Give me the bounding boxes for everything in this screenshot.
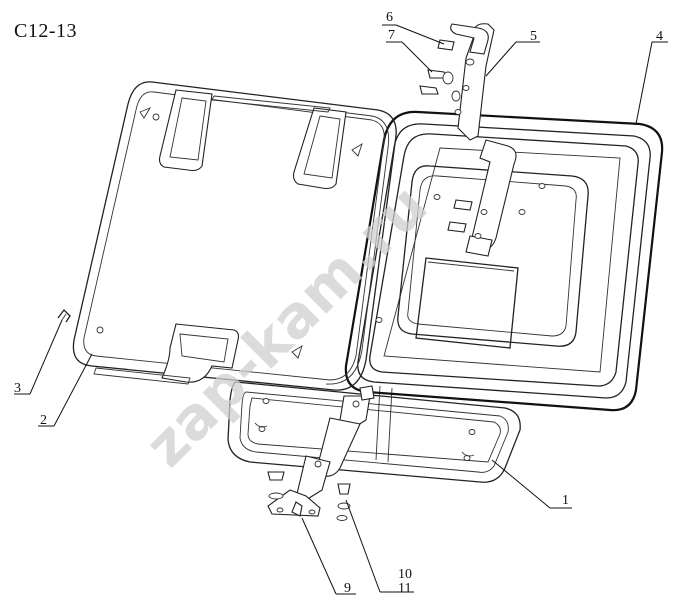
- callout-label-11: 11: [398, 581, 411, 596]
- lower-hinge-part-9: [267, 385, 375, 517]
- callout-label-7: 7: [388, 28, 395, 43]
- callout-label-2: 2: [40, 413, 47, 428]
- door-panel-part-2: [72, 81, 397, 391]
- callout-label-5: 5: [530, 29, 537, 44]
- callout-label-1: 1: [562, 493, 569, 508]
- upper-hinge-part-5: [419, 23, 517, 257]
- callout-label-6: 6: [386, 10, 393, 25]
- callouts: 1 2 3 4 5 6 7: [14, 10, 668, 596]
- callout-label-4: 4: [656, 29, 663, 44]
- callout-label-9: 9: [344, 581, 351, 596]
- rear-frame-part-1: [227, 381, 521, 483]
- callout-label-3: 3: [14, 381, 21, 396]
- clip-part-3: [57, 309, 71, 323]
- drawing-code: C12-13: [14, 20, 77, 42]
- bolts-and-washers-part-10-11: [267, 471, 351, 521]
- callout-label-10: 10: [398, 567, 412, 582]
